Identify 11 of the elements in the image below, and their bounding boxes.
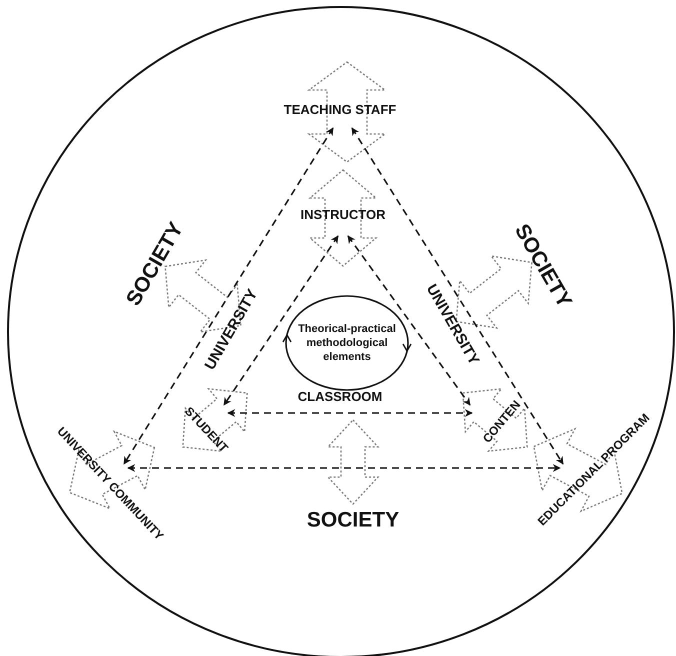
region-label: CLASSROOM <box>298 390 382 404</box>
dashed-arrow <box>223 235 339 406</box>
region-label: SOCIETY <box>306 508 400 532</box>
node-label: INSTRUCTOR <box>300 208 386 222</box>
node-label: TEACHING STAFF <box>284 102 396 118</box>
dashed-arrow <box>351 127 564 465</box>
dashed-arrow <box>123 127 334 465</box>
dashed-arrow <box>347 235 471 406</box>
dashed-arrow <box>227 409 473 417</box>
dashed-arrow <box>127 464 561 472</box>
node-text: Theorical-practical methodological elements <box>297 322 397 364</box>
